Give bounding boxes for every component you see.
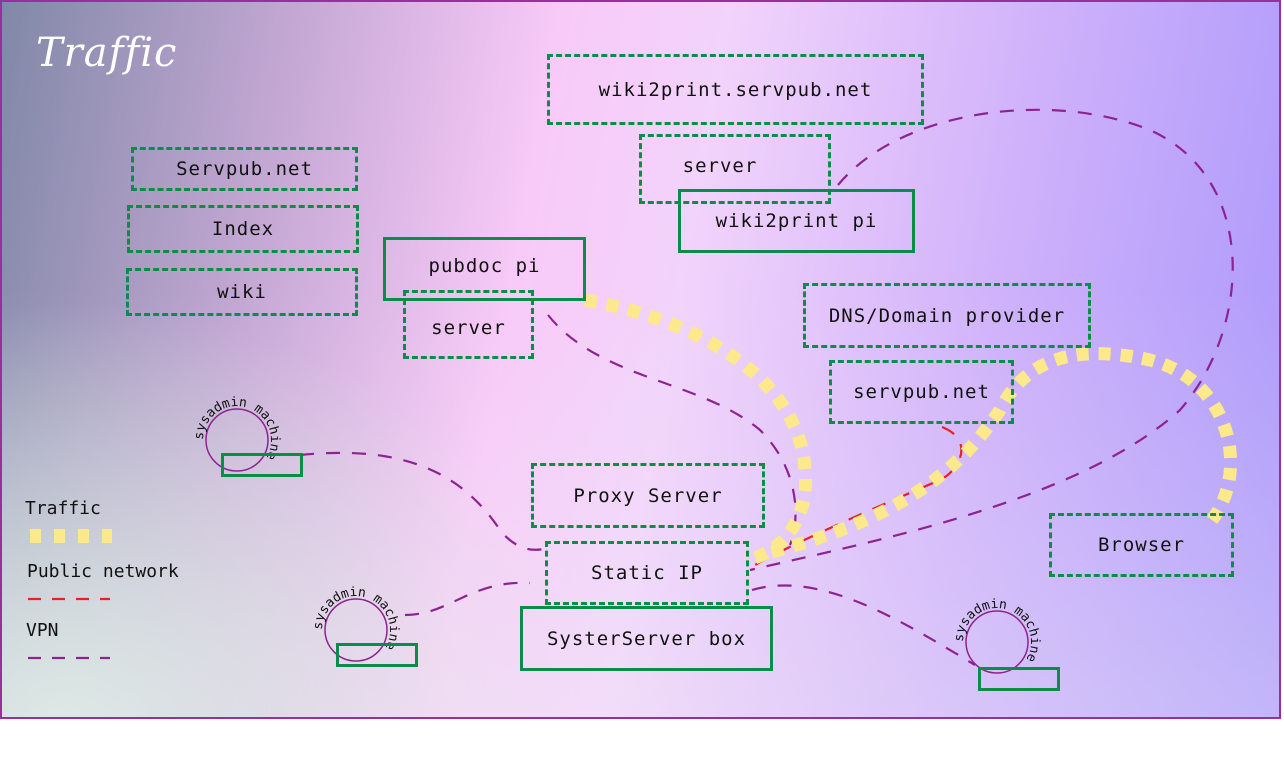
wiki2print-pi-label: wiki2print pi — [715, 210, 878, 232]
sysadmin-machine-box — [978, 667, 1060, 691]
legend-traffic-label: Traffic — [25, 498, 101, 519]
pubdoc-server-label: server — [431, 316, 506, 339]
svg-text:sysadmin machine: sysadmin machine — [952, 597, 1042, 665]
static-ip-label: Static IP — [591, 562, 703, 584]
pubdoc-pi-label: pubdoc pi — [428, 255, 541, 277]
servpub-net-dns-node: servpub.net — [829, 360, 1014, 424]
index-node: Index — [127, 205, 359, 253]
sysadmin-machine-box — [221, 453, 303, 477]
static-ip-node: Static IP — [545, 541, 749, 605]
browser-label: Browser — [1097, 534, 1186, 556]
wiki-label: wiki — [217, 281, 267, 303]
proxy-server-node: Proxy Server — [531, 463, 765, 528]
pubdoc-pi-node: pubdoc pi — [383, 237, 586, 301]
servpub-net-dns-label: servpub.net — [853, 381, 990, 403]
legend-traffic-swatch — [30, 529, 112, 543]
legend-vpn-swatch — [28, 656, 110, 660]
index-label: Index — [211, 218, 275, 240]
sysadmin-machine-2: sysadmin machine — [311, 585, 424, 668]
servpub-net-node: Servpub.net — [131, 147, 358, 191]
diagram-title: Traffic — [36, 30, 178, 76]
browser-node: Browser — [1049, 513, 1234, 577]
dns-provider-node: DNS/Domain provider — [803, 283, 1091, 348]
wiki2print-domain-node: wiki2print.servpub.net — [547, 54, 924, 125]
sysadmin-circle-icon: sysadmin machine — [192, 395, 282, 472]
sysadmin-circle-icon: sysadmin machine — [311, 585, 401, 662]
sysadmin-machine-label: sysadmin machine — [952, 597, 1042, 665]
pubdoc-server-node: server — [403, 290, 534, 359]
sysadmin-machine-1: sysadmin machine — [192, 395, 305, 478]
sysadmin-machine-3: sysadmin machine — [952, 597, 1065, 692]
systerserver-box-node: SysterServer box — [520, 606, 773, 671]
dns-provider-label: DNS/Domain provider — [828, 304, 1066, 327]
legend-public-network-swatch — [28, 597, 110, 601]
wiki2print-pi-node: wiki2print pi — [678, 189, 915, 253]
wiki-node: wiki — [126, 268, 358, 316]
legend-public-network-label: Public network — [27, 561, 179, 582]
systerserver-box-label: SysterServer box — [546, 627, 747, 650]
wiki2print-server-label: server — [682, 155, 758, 177]
servpub-net-label: Servpub.net — [176, 158, 313, 180]
wiki2print-domain-label: wiki2print.servpub.net — [598, 78, 873, 101]
proxy-server-label: Proxy Server — [573, 484, 723, 507]
legend-vpn-label: VPN — [26, 620, 59, 641]
sysadmin-machine-box — [336, 643, 418, 667]
